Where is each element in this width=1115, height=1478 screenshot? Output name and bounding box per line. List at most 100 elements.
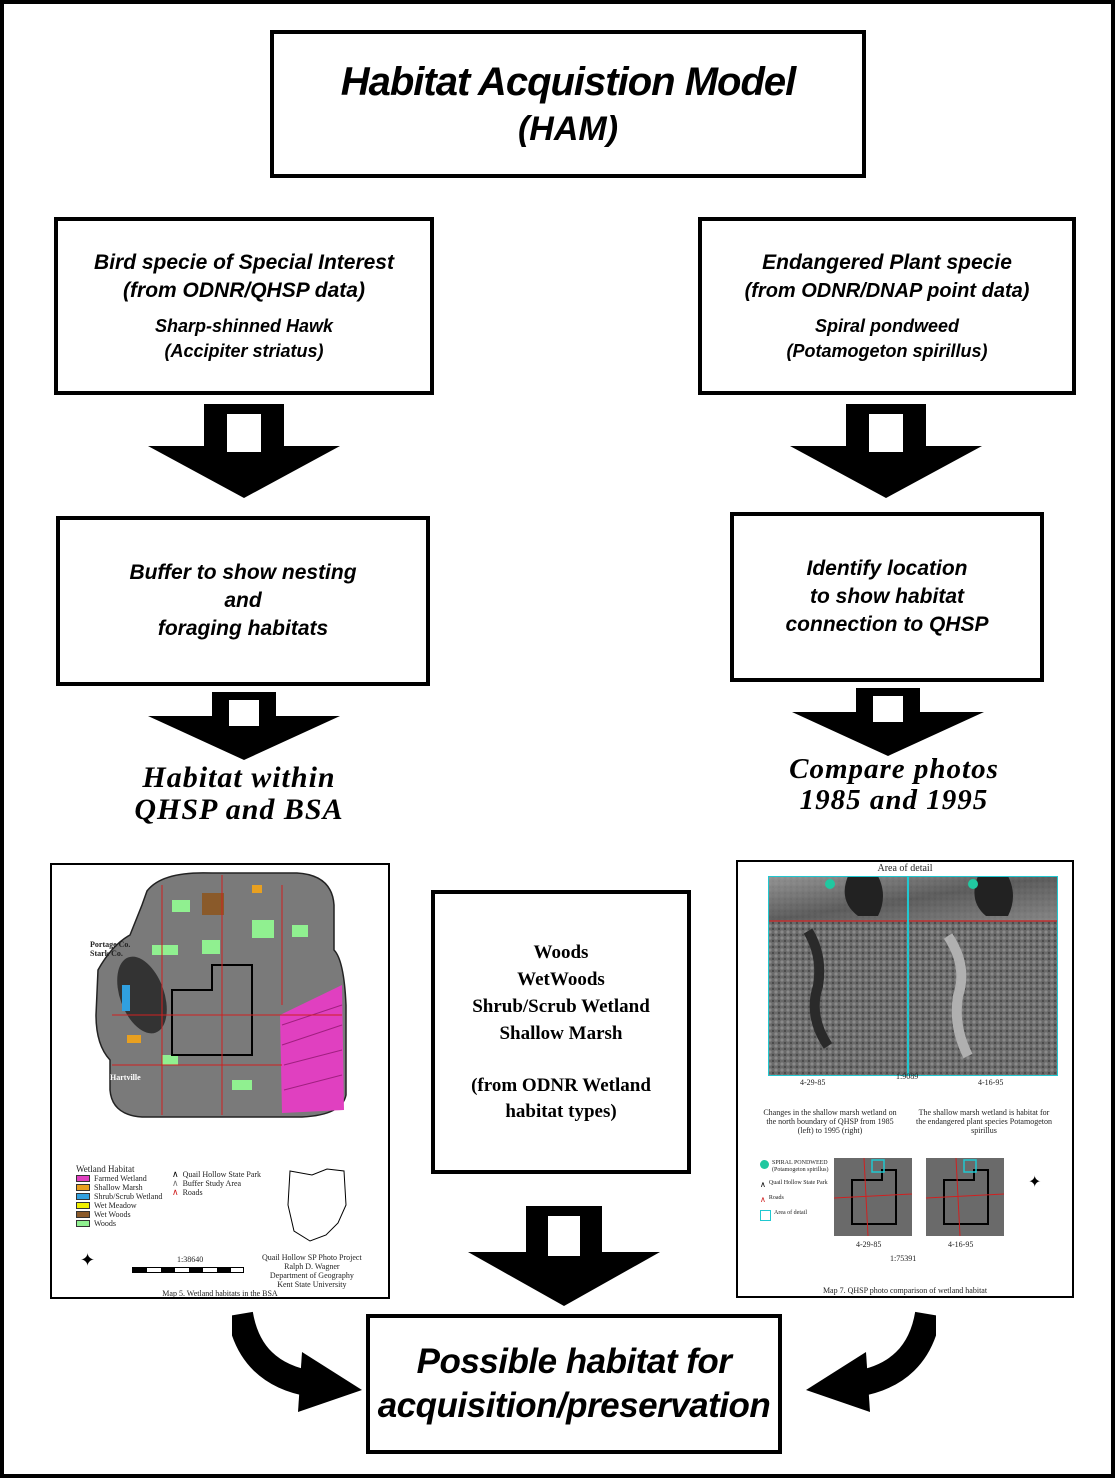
- left-map-credits: Quail Hollow SP Photo Project Ralph D. W…: [262, 1253, 362, 1289]
- left-result-line1: Habitat within: [142, 761, 336, 794]
- legend-row: Wet Meadow: [76, 1201, 162, 1210]
- legend-label: Woods: [94, 1219, 117, 1228]
- bottom-box-line1: Possible habitat for: [416, 1342, 732, 1381]
- ohio-outline: [287, 1168, 347, 1242]
- credit-line2: Ralph D. Wagner: [284, 1262, 340, 1271]
- diagram-page: Habitat Acquistion Model (HAM) Bird spec…: [4, 4, 1111, 1474]
- down-arrow-left-1: [148, 404, 340, 498]
- legend-label: Wet Woods: [94, 1210, 131, 1219]
- bottom-box-line2: acquisition/preservation: [377, 1386, 771, 1425]
- down-arrow-center: [468, 1206, 660, 1306]
- bsa-map-graphic: [95, 872, 347, 1118]
- plant-box-line4: (Potamogeton spirillus): [786, 341, 988, 361]
- right-map-scale: 1:9089: [896, 1072, 919, 1081]
- title-main: Habitat Acquistion Model: [340, 60, 797, 104]
- legend-row: Farmed Wetland: [76, 1174, 162, 1183]
- identify-box-line2: to show habitat: [810, 585, 964, 608]
- bird-box-line3: Sharp-shinned Hawk: [154, 316, 334, 336]
- curved-arrow-right: [806, 1311, 936, 1412]
- right-map-date-right: 4-16-95: [978, 1078, 1004, 1087]
- aerial-photo-pair: [768, 876, 1058, 1076]
- bird-box-line1: Bird specie of Special Interest: [94, 251, 394, 274]
- left-map-scale: 1:38640: [177, 1255, 204, 1264]
- label-town: Hartville: [110, 1073, 141, 1082]
- credit-line1: Quail Hollow SP Photo Project: [262, 1253, 362, 1262]
- legend-row: Woods: [76, 1219, 162, 1228]
- possible-habitat-box: Possible habitat for acquisition/preserv…: [366, 1314, 782, 1454]
- legend-label: Shrub/Scrub Wetland: [94, 1192, 163, 1201]
- down-arrow-right-2: [792, 688, 984, 756]
- title-sub: (HAM): [517, 110, 619, 148]
- right-map-date-left: 4-29-85: [800, 1078, 826, 1087]
- legend-swatch: [76, 1202, 90, 1209]
- plant-box-line2: (from ODNR/DNAP point data): [744, 280, 1030, 302]
- legend-swatch: [76, 1220, 90, 1227]
- legend-title: Wetland Habitat: [76, 1164, 135, 1174]
- center-source-line1: (from ODNR Wetland: [471, 1075, 651, 1096]
- credit-line3: Department of Geography: [269, 1271, 354, 1280]
- wetland-type-item: Shrub/Scrub Wetland: [472, 996, 650, 1017]
- thumb-date-right: 4-16-95: [948, 1240, 974, 1249]
- legend-row: Wet Woods: [76, 1210, 162, 1219]
- right-result-line1: Compare photos: [789, 753, 999, 785]
- identify-location-box: Identify location to show habitat connec…: [730, 512, 1044, 682]
- legend-buffer: Buffer Study Area: [182, 1179, 242, 1188]
- photo-legend: SPIRAL PONDWEED (Potamogeton spirillus) …: [760, 1160, 830, 1221]
- legend-label: Shallow Marsh: [94, 1183, 143, 1192]
- north-arrow-icon: ✦: [80, 1250, 96, 1271]
- wetland-habitat-map: Portage Co. Stark Co. Hartville Wetland …: [50, 863, 390, 1299]
- scale-bar: [132, 1267, 244, 1273]
- right-map-caption-right: The shallow marsh wetland is habitat for…: [916, 1108, 1052, 1135]
- wetland-type-item: Woods: [533, 942, 589, 963]
- buffer-box-line1: Buffer to show nesting: [129, 561, 357, 584]
- legend-pondweed: SPIRAL PONDWEED (Potamogeton spirillus): [772, 1160, 829, 1173]
- left-map-caption: Map 5. Wetland habitats in the BSA: [162, 1289, 278, 1298]
- plant-box-line3: Spiral pondweed: [814, 316, 960, 336]
- right-result-line2: 1985 and 1995: [799, 784, 989, 816]
- plant-box-line1: Endangered Plant specie: [762, 251, 1012, 274]
- pondweed-dot-icon: [760, 1160, 769, 1169]
- buffer-box: Buffer to show nesting and foraging habi…: [56, 516, 430, 686]
- buffer-box-line2: and: [224, 589, 262, 612]
- down-arrow-left-2: [148, 692, 340, 760]
- wetland-type-item: WetWoods: [517, 969, 605, 990]
- legend-row: Shallow Marsh: [76, 1183, 162, 1192]
- legend-swatch: [76, 1211, 90, 1218]
- title-box: Habitat Acquistion Model (HAM): [270, 30, 866, 178]
- right-result-text: Compare photos 1985 and 1995: [724, 754, 1064, 816]
- right-map-caption-left: Changes in the shallow marsh wetland on …: [763, 1108, 897, 1135]
- legend-qhsp: Quail Hollow State Park: [768, 1180, 828, 1186]
- thumb-date-left: 4-29-85: [856, 1240, 882, 1249]
- left-result-line2: QHSP and BSA: [134, 793, 344, 826]
- wetland-type-item: Shallow Marsh: [499, 1023, 623, 1044]
- right-map-scale2: 1:75391: [890, 1254, 917, 1263]
- label-stark-county: Stark Co.: [90, 949, 123, 958]
- curved-arrow-left: [232, 1311, 362, 1412]
- legend-swatch: [76, 1184, 90, 1191]
- down-arrow-right-1: [790, 404, 982, 498]
- legend-roads-right: Roads: [768, 1195, 784, 1201]
- bird-box-line4: (Accipiter striatus): [164, 341, 324, 361]
- right-map-caption: Map 7. QHSP photo comparison of wetland …: [822, 1286, 988, 1295]
- north-arrow-right-icon: ✦: [1028, 1172, 1042, 1191]
- legend-swatch: [76, 1193, 90, 1200]
- qhsp-thumbnails: [834, 1158, 1005, 1237]
- legend-label: Wet Meadow: [94, 1201, 137, 1210]
- buffer-box-line3: foraging habitats: [157, 617, 329, 640]
- legend-park: Quail Hollow State Park: [182, 1170, 262, 1179]
- center-source-line2: habitat types): [505, 1101, 617, 1122]
- credit-line4: Kent State University: [277, 1280, 347, 1289]
- photo-comparison-map: Area of detail 4-29-85: [736, 860, 1074, 1298]
- legend-row: Shrub/Scrub Wetland: [76, 1192, 162, 1201]
- line-legend: ∧Quail Hollow State Park ∧Buffer Study A…: [172, 1169, 262, 1198]
- left-result-text: Habitat within QHSP and BSA: [64, 762, 414, 826]
- bird-species-box: Bird specie of Special Interest (from OD…: [54, 217, 434, 395]
- legend-label: Farmed Wetland: [94, 1174, 147, 1183]
- identify-box-line3: connection to QHSP: [785, 613, 989, 636]
- legend-swatch: [76, 1175, 90, 1182]
- right-map-top-title: Area of detail: [877, 863, 933, 874]
